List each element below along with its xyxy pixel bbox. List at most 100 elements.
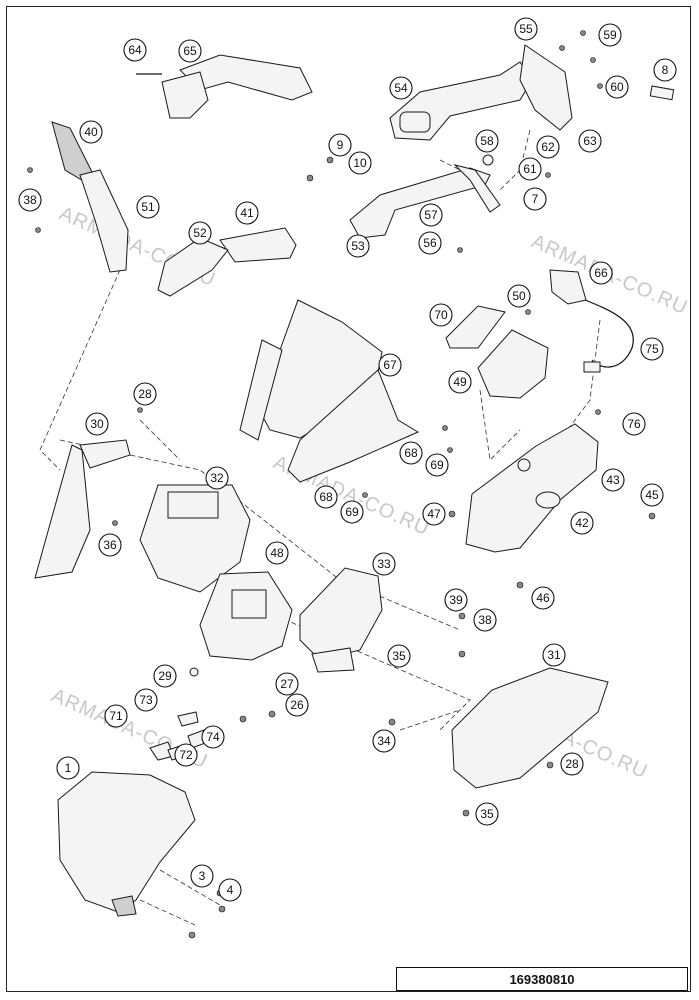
callout-30: 30 bbox=[85, 412, 109, 436]
callout-4: 4 bbox=[218, 878, 242, 902]
callout-54: 54 bbox=[389, 76, 413, 100]
svg-text:48: 48 bbox=[270, 546, 284, 560]
callout-68: 68 bbox=[399, 441, 423, 465]
callout-75: 75 bbox=[640, 337, 664, 361]
svg-text:58: 58 bbox=[480, 134, 494, 148]
svg-text:39: 39 bbox=[449, 593, 463, 607]
svg-text:28: 28 bbox=[138, 387, 152, 401]
svg-text:27: 27 bbox=[280, 677, 294, 691]
part-mount-plate bbox=[519, 44, 573, 131]
svg-text:38: 38 bbox=[478, 613, 492, 627]
part-instrument-housing bbox=[139, 484, 251, 593]
svg-text:70: 70 bbox=[434, 308, 448, 322]
part-mirror-right bbox=[157, 227, 297, 297]
svg-text:9: 9 bbox=[337, 138, 344, 152]
callout-3: 3 bbox=[190, 864, 214, 888]
svg-text:74: 74 bbox=[206, 730, 220, 744]
part-small-bracket bbox=[649, 85, 675, 101]
callout-66: 66 bbox=[589, 261, 613, 285]
callout-35: 35 bbox=[387, 644, 411, 668]
callout-35: 35 bbox=[475, 802, 499, 826]
svg-text:63: 63 bbox=[583, 134, 597, 148]
part-lock-cable bbox=[549, 269, 634, 373]
callout-41: 41 bbox=[235, 201, 259, 225]
svg-text:56: 56 bbox=[423, 236, 437, 250]
callout-27: 27 bbox=[275, 672, 299, 696]
callout-51: 51 bbox=[136, 195, 160, 219]
callout-32: 32 bbox=[205, 466, 229, 490]
svg-text:73: 73 bbox=[139, 693, 153, 707]
part-storage-cover bbox=[445, 305, 506, 349]
svg-text:59: 59 bbox=[603, 28, 617, 42]
svg-text:40: 40 bbox=[84, 125, 98, 139]
svg-text:28: 28 bbox=[565, 757, 579, 771]
svg-text:61: 61 bbox=[523, 162, 537, 176]
svg-text:10: 10 bbox=[353, 156, 367, 170]
callout-31: 31 bbox=[542, 643, 566, 667]
callout-7: 7 bbox=[523, 187, 547, 211]
callout-52: 52 bbox=[188, 221, 212, 245]
svg-text:69: 69 bbox=[345, 505, 359, 519]
svg-text:32: 32 bbox=[210, 471, 224, 485]
svg-text:52: 52 bbox=[193, 226, 207, 240]
leader-lines bbox=[39, 129, 601, 926]
callout-50: 50 bbox=[507, 284, 531, 308]
part-front-holder bbox=[349, 154, 501, 239]
part-windscreen bbox=[239, 299, 420, 483]
callout-48: 48 bbox=[265, 541, 289, 565]
callout-46: 46 bbox=[531, 586, 555, 610]
svg-text:54: 54 bbox=[394, 81, 408, 95]
callout-1: 1 bbox=[56, 756, 80, 780]
callout-71: 71 bbox=[104, 704, 128, 728]
svg-text:36: 36 bbox=[103, 538, 117, 552]
svg-text:45: 45 bbox=[645, 488, 659, 502]
part-upper-bracket bbox=[389, 61, 533, 141]
callout-28: 28 bbox=[560, 752, 584, 776]
callout-47: 47 bbox=[422, 502, 446, 526]
svg-text:46: 46 bbox=[536, 591, 550, 605]
part-inner-bracket bbox=[199, 571, 293, 661]
svg-text:34: 34 bbox=[377, 734, 391, 748]
callout-57: 57 bbox=[419, 203, 443, 227]
callout-68: 68 bbox=[314, 485, 338, 509]
callout-38: 38 bbox=[473, 608, 497, 632]
svg-text:75: 75 bbox=[645, 342, 659, 356]
svg-text:64: 64 bbox=[128, 43, 142, 57]
callout-72: 72 bbox=[174, 743, 198, 767]
svg-text:49: 49 bbox=[453, 375, 467, 389]
part-handlebar-guard bbox=[136, 54, 313, 119]
svg-text:3: 3 bbox=[199, 869, 206, 883]
svg-text:47: 47 bbox=[427, 507, 441, 521]
callout-59: 59 bbox=[598, 23, 622, 47]
callout-49: 49 bbox=[448, 370, 472, 394]
callout-63: 63 bbox=[578, 129, 602, 153]
callout-43: 43 bbox=[601, 468, 625, 492]
callout-45: 45 bbox=[640, 483, 664, 507]
callout-70: 70 bbox=[429, 303, 453, 327]
svg-text:1: 1 bbox=[65, 761, 72, 775]
svg-text:35: 35 bbox=[480, 807, 494, 821]
callout-56: 56 bbox=[418, 231, 442, 255]
callout-42: 42 bbox=[570, 511, 594, 535]
part-front-fender bbox=[57, 771, 196, 917]
callout-26: 26 bbox=[285, 693, 309, 717]
callout-34: 34 bbox=[372, 729, 396, 753]
drawing-code: 169380810 bbox=[396, 967, 688, 991]
svg-text:29: 29 bbox=[158, 669, 172, 683]
svg-text:68: 68 bbox=[404, 446, 418, 460]
callout-10: 10 bbox=[348, 151, 372, 175]
callout-40: 40 bbox=[79, 120, 103, 144]
svg-text:57: 57 bbox=[424, 208, 438, 222]
svg-text:51: 51 bbox=[141, 200, 155, 214]
callout-60: 60 bbox=[605, 75, 629, 99]
svg-text:67: 67 bbox=[383, 358, 397, 372]
svg-text:68: 68 bbox=[319, 490, 333, 504]
part-side-panel-left bbox=[34, 439, 131, 579]
svg-text:43: 43 bbox=[606, 473, 620, 487]
callout-29: 29 bbox=[153, 664, 177, 688]
diagram-frame bbox=[6, 6, 691, 992]
callout-73: 73 bbox=[134, 688, 158, 712]
svg-text:4: 4 bbox=[227, 883, 234, 897]
callout-74: 74 bbox=[201, 725, 225, 749]
svg-text:42: 42 bbox=[575, 516, 589, 530]
